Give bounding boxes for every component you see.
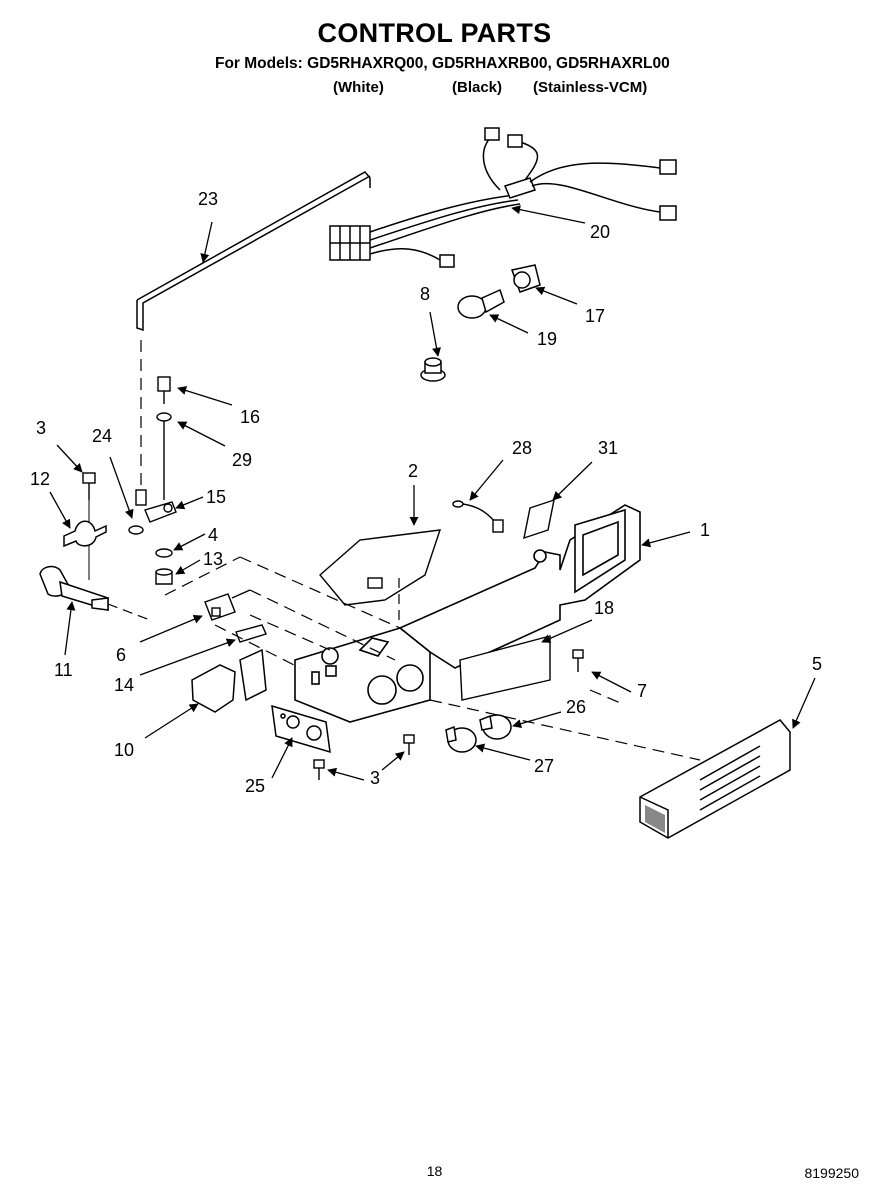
grille-5 (639, 719, 791, 839)
callout-11: 11 (54, 660, 73, 680)
callout-29: 29 (232, 450, 252, 470)
plug-8 (420, 357, 446, 382)
callout-6: 6 (116, 645, 126, 665)
control-housing-1 (294, 504, 641, 723)
models-line: For Models: GD5RHAXRQ00, GD5RHAXRB00, GD… (215, 55, 670, 72)
pad-31 (523, 498, 555, 540)
hardware-stack (128, 376, 177, 585)
assembly-dashes (164, 556, 701, 761)
callout-3-lower: 3 (370, 768, 380, 788)
document-number: 8199250 (804, 1165, 859, 1181)
callout-numbers: 23 20 8 17 19 16 3 24 29 12 15 4 13 28 3… (30, 189, 822, 796)
thermistor-28 (452, 500, 504, 533)
bulb-19 (457, 288, 505, 319)
bracket-10 (191, 648, 267, 713)
callout-7: 7 (637, 681, 647, 701)
callout-10: 10 (114, 740, 134, 760)
callout-8: 8 (420, 284, 430, 304)
rod-23 (136, 171, 371, 332)
callout-5: 5 (812, 654, 822, 674)
leader-lines (49, 205, 816, 781)
variant-white: (White) (333, 79, 384, 96)
switch-6 (204, 589, 251, 621)
page-title: CONTROL PARTS (317, 18, 552, 48)
screw-3-upper (82, 472, 96, 500)
screw-7 (572, 649, 584, 672)
socket-17 (511, 264, 541, 293)
knob-26 (479, 714, 512, 740)
callout-17: 17 (585, 306, 605, 326)
page-number: 18 (426, 1163, 443, 1179)
callout-26: 26 (566, 697, 586, 717)
callout-12: 12 (30, 469, 50, 489)
callout-31: 31 (598, 438, 618, 458)
callout-19: 19 (537, 329, 557, 349)
callout-4: 4 (208, 525, 218, 545)
variant-black: (Black) (452, 79, 503, 96)
insulation-18 (459, 635, 551, 701)
callout-15: 15 (206, 487, 226, 507)
callout-25: 25 (245, 776, 265, 796)
shaft-dash (107, 603, 151, 621)
callout-18: 18 (594, 598, 614, 618)
callout-24: 24 (92, 426, 112, 446)
shaft-11 (39, 565, 109, 612)
callout-20: 20 (590, 222, 610, 242)
callout-1: 1 (700, 520, 710, 540)
variant-stainless: (Stainless-VCM) (533, 79, 648, 96)
callout-13: 13 (203, 549, 223, 569)
wire-harness-20 (329, 127, 677, 268)
overlay-25 (271, 704, 331, 754)
callout-23: 23 (198, 189, 218, 209)
screws-3-lower (313, 734, 415, 780)
part-14 (235, 624, 267, 643)
callout-28: 28 (512, 438, 532, 458)
callout-3-upper: 3 (36, 418, 46, 438)
knob-27 (445, 725, 477, 753)
callout-2: 2 (408, 461, 418, 481)
callout-14: 14 (114, 675, 134, 695)
callout-16: 16 (240, 407, 260, 427)
bracket-2 (319, 529, 442, 606)
callout-27: 27 (534, 756, 554, 776)
clamp-12 (63, 520, 107, 548)
